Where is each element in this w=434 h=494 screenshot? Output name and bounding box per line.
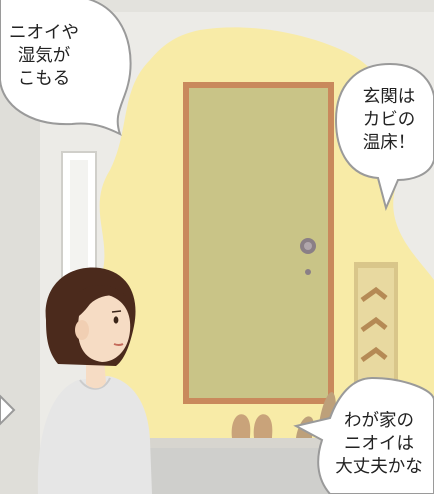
offscreen-bubble-tail (0, 394, 16, 426)
window (61, 151, 97, 279)
shoe-rack (354, 262, 398, 402)
bubble-line: こもる (17, 69, 71, 89)
mouth (113, 343, 124, 346)
woman-figure (37, 267, 152, 494)
eye (113, 316, 119, 324)
bubble-top-right (334, 62, 434, 212)
bubble-text-top-right: 玄関は カビの 温床！ (344, 86, 434, 155)
bubble-line: 大丈夫かな (335, 457, 423, 477)
bubble-line: ニオイや (9, 23, 79, 43)
bubble-text-bottom-right: わが家の ニオイは 大丈夫かな (326, 410, 432, 479)
door (183, 82, 334, 404)
bubble-bottom-right (293, 376, 434, 494)
bubble-line: 湿気が (17, 46, 71, 66)
bubble-text-top-left: ニオイや 湿気が こもる (0, 22, 88, 91)
bubble-line: わが家の (344, 411, 414, 431)
bubble-line: カビの (362, 110, 416, 130)
shirt (37, 376, 152, 494)
bubble-line: ニオイは (344, 434, 414, 454)
door-lock (305, 269, 311, 275)
bubble-top-left (0, 0, 132, 137)
bubble-line: 玄関は (362, 87, 416, 107)
bubble-line: 温床！ (362, 133, 416, 153)
